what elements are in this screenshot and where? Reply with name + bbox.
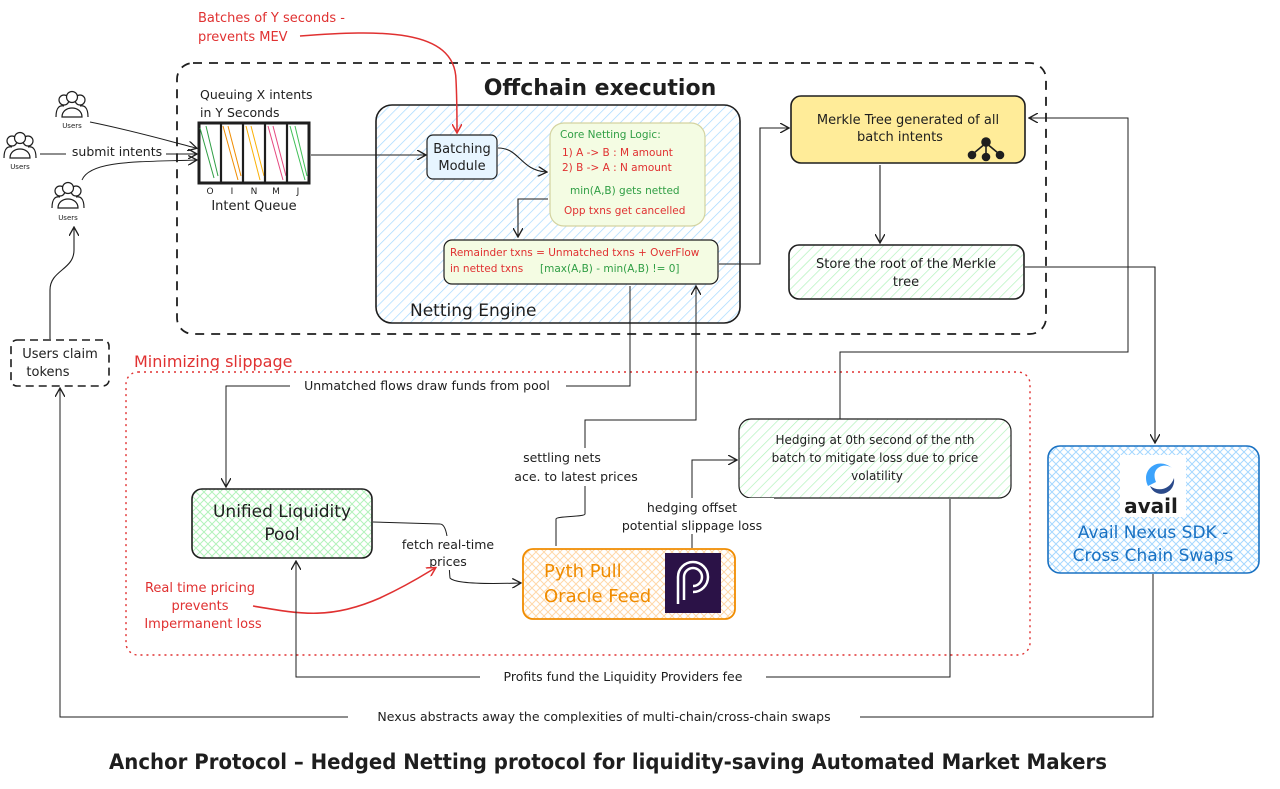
fetch-line2: prices <box>429 554 467 569</box>
users-claim-box <box>10 339 110 387</box>
user-group-icon <box>55 90 89 118</box>
nexus-label: Nexus abstracts away the complexities of… <box>377 709 830 724</box>
intent-queue-label: Intent Queue <box>211 199 296 214</box>
minimizing-slippage-title: Minimizing slippage <box>134 352 292 371</box>
pricing-note-line2: prevents <box>171 599 228 614</box>
batching-module-line1: Batching <box>433 142 490 157</box>
pool-to-pyth-arrow <box>372 521 520 583</box>
hedging-line3: volatility <box>851 469 903 483</box>
tree-network-icon <box>967 137 1005 162</box>
avail-logo-icon <box>1120 455 1186 517</box>
pyth-logo-icon <box>665 553 721 613</box>
core-to-remainder-arrow <box>518 198 548 236</box>
merkle-root-line1: Store the root of the Merkle <box>816 257 996 272</box>
hedging-line1: Hedging at 0th second of the nth <box>775 433 974 447</box>
pricing-note-line1: Real time pricing <box>145 581 255 596</box>
merkle-line2: batch intents <box>857 130 943 145</box>
hedge-offset-line2: potential slippage loss <box>622 518 762 533</box>
pricing-note-line3: Impermanent loss <box>144 617 262 632</box>
remainder-to-merkle-arrow <box>719 128 788 265</box>
netting-engine-label: Netting Engine <box>410 301 536 321</box>
submit-label-bg <box>66 143 166 159</box>
hedge-offset-label-bg <box>612 498 774 534</box>
remainder-line2-a: in netted txns <box>450 263 523 275</box>
queue-caption-line1: Queuing X intents <box>200 87 313 102</box>
avail-line1: Avail Nexus SDK - <box>1078 523 1229 543</box>
avail-logo-text: avail <box>1124 494 1178 518</box>
unmatched-label-bg <box>290 377 566 394</box>
root-to-avail-arrow <box>1025 266 1155 442</box>
merkle-root-box <box>788 244 1025 300</box>
user-label-2: Users <box>10 163 30 171</box>
intent-queue <box>197 121 311 185</box>
queue-caption-line2: in Y Seconds <box>200 105 280 120</box>
queue-slot-label-3: M <box>272 187 280 197</box>
queue-slot-label-1: I <box>231 187 234 197</box>
hedging-line2: batch to mitigate loss due to price <box>772 451 979 465</box>
pricing-note-arrow <box>252 568 435 615</box>
user-label-1: Users <box>62 122 82 130</box>
user-group-icon <box>3 131 37 159</box>
core-netting-logic-box <box>549 122 706 227</box>
queue-slot-label-0: O <box>206 187 213 197</box>
core-netting-line4: Opp txns get cancelled <box>564 205 685 217</box>
pool-line1: Unified Liquidity <box>213 502 351 522</box>
minimizing-slippage-group <box>125 371 1031 656</box>
fetch-line1: fetch real-time <box>402 537 495 552</box>
user-arrow-bottom <box>81 160 196 181</box>
settling-label-bg <box>500 448 652 486</box>
submit-intents-label: submit intents <box>72 144 162 159</box>
core-netting-line1: 1) A -> B : M amount <box>562 147 673 159</box>
hedging-box <box>738 418 1012 499</box>
merkle-root-line2: tree <box>893 275 919 290</box>
remainder-line1: Remainder txns = Unmatched txns + OverFl… <box>450 247 700 259</box>
queue-slot-label-4: J <box>296 187 300 197</box>
hedge-offset-line1: hedging offset <box>647 500 737 515</box>
profits-label-bg <box>480 668 766 686</box>
remainder-txns-box <box>443 239 719 285</box>
core-netting-title: Core Netting Logic: <box>560 129 661 141</box>
user-label-3: Users <box>58 214 78 222</box>
core-netting-line3: min(A,B) gets netted <box>570 185 680 197</box>
offchain-execution-group <box>176 62 1047 335</box>
settling-line1: settling nets <box>523 450 601 465</box>
mev-arrow <box>299 32 457 132</box>
mev-note-line1: Batches of Y seconds - <box>198 11 345 26</box>
batching-module-line2: Module <box>438 159 485 174</box>
pyth-line1: Pyth Pull <box>544 561 622 582</box>
mev-note-line2: prevents MEV <box>198 30 288 45</box>
page-title: Anchor Protocol – Hedged Netting protoco… <box>109 750 1107 774</box>
settling-line2: ace. to latest prices <box>514 469 637 484</box>
core-netting-line2: 2) B -> A : N amount <box>562 162 672 174</box>
user-group-icon <box>51 181 85 209</box>
unified-liquidity-pool-box <box>191 488 373 559</box>
fetch-label-bg <box>395 536 501 570</box>
pyth-line2: Oracle Feed <box>544 586 651 607</box>
batching-module-box <box>426 134 498 180</box>
pool-line2: Pool <box>264 525 299 545</box>
unmatched-flows-label: Unmatched flows draw funds from pool <box>304 378 550 393</box>
profits-label: Profits fund the Liquidity Providers fee <box>504 669 743 684</box>
users-claim-line1: Users claim <box>22 347 98 362</box>
claim-to-users-arrow <box>49 228 74 339</box>
hedging-to-merkle-arrow <box>839 118 1129 419</box>
offchain-execution-title: Offchain execution <box>484 76 717 101</box>
nexus-label-bg <box>348 708 860 726</box>
user-arrow-top <box>89 121 196 148</box>
merkle-line1: Merkle Tree generated of all <box>817 113 999 128</box>
remainder-line2-b: [max(A,B) - min(A,B) != 0] <box>540 263 680 275</box>
users-claim-line2: tokens <box>26 365 69 380</box>
queue-slot-label-2: N <box>251 187 258 197</box>
merkle-tree-box <box>790 95 1026 164</box>
batching-to-core-arrow <box>497 147 546 172</box>
avail-line2: Cross Chain Swaps <box>1073 546 1234 566</box>
